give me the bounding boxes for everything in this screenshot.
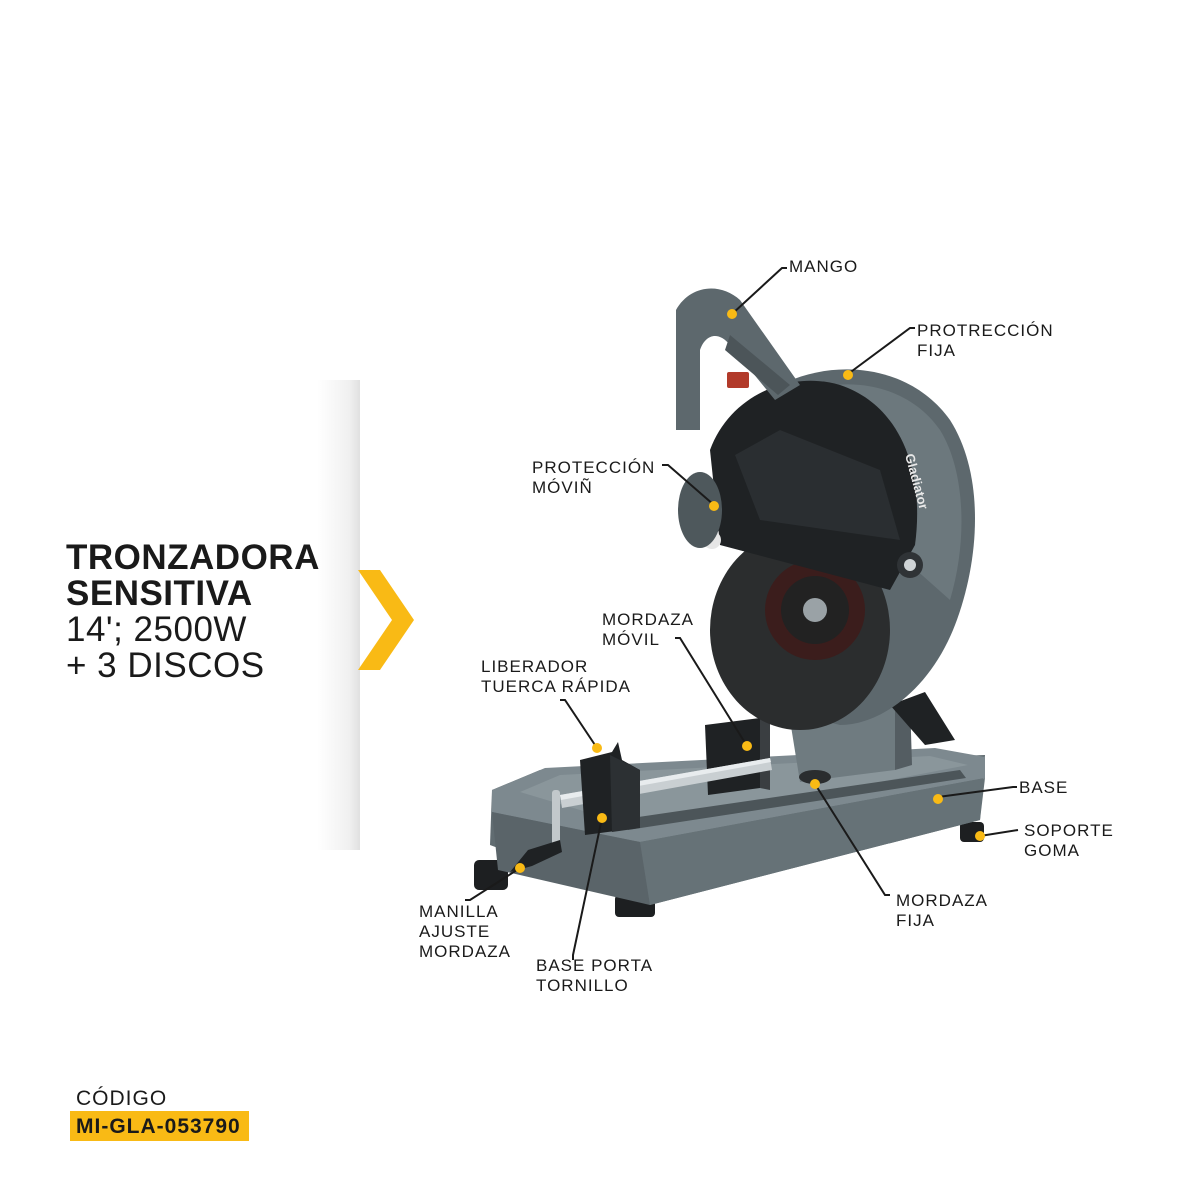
label-mordaza-movil-line-1: MORDAZA <box>602 610 694 629</box>
callout-dot-proteccion-fija <box>843 370 853 380</box>
label-base: BASE <box>1019 778 1068 798</box>
label-proteccion-fija-line-2: FIJA <box>917 341 956 360</box>
label-liberador: LIBERADOR TUERCA RÁPIDA <box>481 657 631 697</box>
cutting-disc <box>710 530 890 730</box>
label-mango: MANGO <box>789 257 858 277</box>
label-proteccion-movil-line-1: PROTECCIÓN <box>532 458 656 477</box>
label-manilla-line-3: MORDAZA <box>419 942 511 961</box>
label-mordaza-fija-line-2: FIJA <box>896 911 935 930</box>
label-manilla-line-1: MANILLA <box>419 902 499 921</box>
label-base-line-1: BASE <box>1019 778 1069 797</box>
title-panel-shadow <box>0 380 360 850</box>
label-manilla-line-2: AJUSTE <box>419 922 491 941</box>
saw-handle <box>676 288 800 548</box>
product-spec-line-2: + 3 DISCOS <box>66 646 265 685</box>
callout-lines <box>465 267 1019 960</box>
label-manilla: MANILLA AJUSTE MORDAZA <box>419 902 511 962</box>
label-soporte-goma-line-1: SOPORTE <box>1024 821 1114 840</box>
code-badge: MI-GLA-053790 <box>70 1111 249 1141</box>
label-liberador-line-1: LIBERADOR <box>481 657 589 676</box>
movable-guard <box>703 380 923 590</box>
product-spec-line-1: 14'; 2500W <box>66 610 247 649</box>
product-title-line-2: SENSITIVA <box>66 574 253 613</box>
label-proteccion-fija: PROTRECCIÓN FIJA <box>917 321 1054 361</box>
label-liberador-line-2: TUERCA RÁPIDA <box>481 677 631 696</box>
product-title-block: TRONZADORA SENSITIVA 14'; 2500W + 3 DISC… <box>66 540 366 684</box>
label-mordaza-movil: MORDAZA MÓVIL <box>602 610 694 650</box>
callout-dot-proteccion-movil <box>709 501 719 511</box>
callout-dots <box>515 309 985 873</box>
label-mango-line-1: MANGO <box>789 257 859 276</box>
callout-dot-soporte-goma <box>975 831 985 841</box>
label-soporte-goma-line-2: GOMA <box>1024 841 1080 860</box>
callout-dot-base-porta <box>597 813 607 823</box>
callout-dot-mordaza-movil <box>742 741 752 751</box>
callout-dot-mango <box>727 309 737 319</box>
code-title: CÓDIGO <box>76 1087 168 1110</box>
label-proteccion-fija-line-1: PROTRECCIÓN <box>917 321 1054 340</box>
product-title-line-1: TRONZADORA <box>66 538 320 577</box>
label-proteccion-movil-line-2: MÓVIÑ <box>532 478 593 497</box>
callout-dot-base <box>933 794 943 804</box>
label-base-porta-line-1: BASE PORTA <box>536 956 654 975</box>
label-mordaza-fija: MORDAZA FIJA <box>896 891 988 931</box>
label-base-porta-line-2: TORNILLO <box>536 976 629 995</box>
label-base-porta: BASE PORTA TORNILLO <box>536 956 653 996</box>
label-soporte-goma: SOPORTE GOMA <box>1024 821 1114 861</box>
movable-jaw <box>580 742 640 835</box>
callout-dot-manilla <box>515 863 525 873</box>
label-proteccion-movil: PROTECCIÓN MÓVIÑ <box>532 458 655 498</box>
callout-dot-mordaza-fija <box>810 779 820 789</box>
label-mordaza-fija-line-1: MORDAZA <box>896 891 988 910</box>
label-mordaza-movil-line-2: MÓVIL <box>602 630 660 649</box>
chevron-right-icon <box>358 570 414 670</box>
callout-dot-liberador <box>592 743 602 753</box>
